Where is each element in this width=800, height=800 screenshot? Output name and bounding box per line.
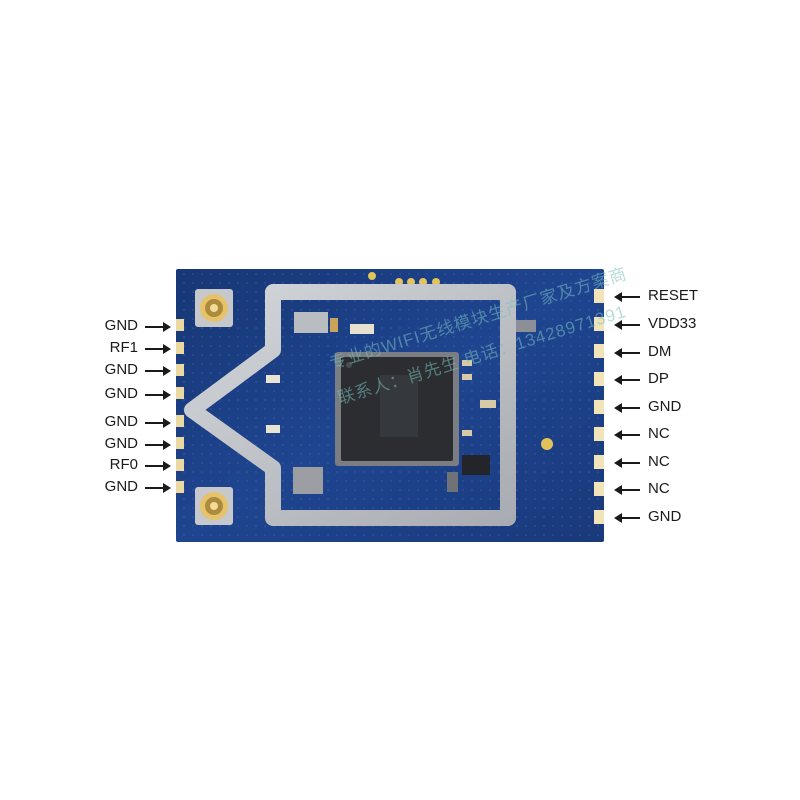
rf-shield-frame [184, 284, 516, 526]
arrow-left-icon [614, 375, 640, 385]
left-pin-label: GND [104, 385, 138, 402]
arrow-right-icon [145, 483, 171, 493]
left-pin-label: GND [104, 361, 138, 378]
right-pin-label: VDD33 [648, 315, 697, 332]
left-pin-label: GND [104, 435, 138, 452]
arrow-left-icon [614, 292, 640, 302]
right-pin-label: NC [648, 480, 670, 497]
right-pin-label: RESET [648, 287, 699, 304]
left-pin-label: RF0 [109, 456, 138, 473]
antenna-connector-top [195, 289, 233, 327]
right-pin-label: GND [648, 508, 682, 525]
arrow-right-icon [145, 322, 171, 332]
left-pin-label: GND [104, 317, 138, 334]
right-pin-label: GND [648, 398, 682, 415]
right-pin-label: DP [648, 370, 669, 387]
arrow-left-icon [614, 485, 640, 495]
right-pin-label: DM [648, 343, 672, 360]
arrow-right-icon [145, 390, 171, 400]
main-wifi-chip [335, 352, 459, 466]
arrow-right-icon [145, 344, 171, 354]
right-castellated-pads [594, 289, 604, 524]
left-pin-label: RF1 [109, 339, 138, 356]
arrow-left-icon [614, 320, 640, 330]
rf-shield-inner-frame [294, 312, 328, 333]
arrow-left-icon [614, 430, 640, 440]
gold-test-pad [541, 438, 553, 450]
right-pin-label: NC [648, 453, 670, 470]
arrow-left-icon [614, 513, 640, 523]
arrow-right-icon [145, 461, 171, 471]
arrow-left-icon [614, 403, 640, 413]
right-pin-label: NC [648, 425, 670, 442]
arrow-right-icon [145, 366, 171, 376]
left-pin-label: GND [104, 478, 138, 495]
left-pin-label: GND [104, 413, 138, 430]
arrow-right-icon [145, 418, 171, 428]
arrow-right-icon [145, 440, 171, 450]
arrow-left-icon [614, 458, 640, 468]
left-castellated-pads [176, 319, 184, 493]
arrow-left-icon [614, 348, 640, 358]
antenna-connector-bottom [195, 487, 233, 525]
passive-components [266, 318, 536, 494]
